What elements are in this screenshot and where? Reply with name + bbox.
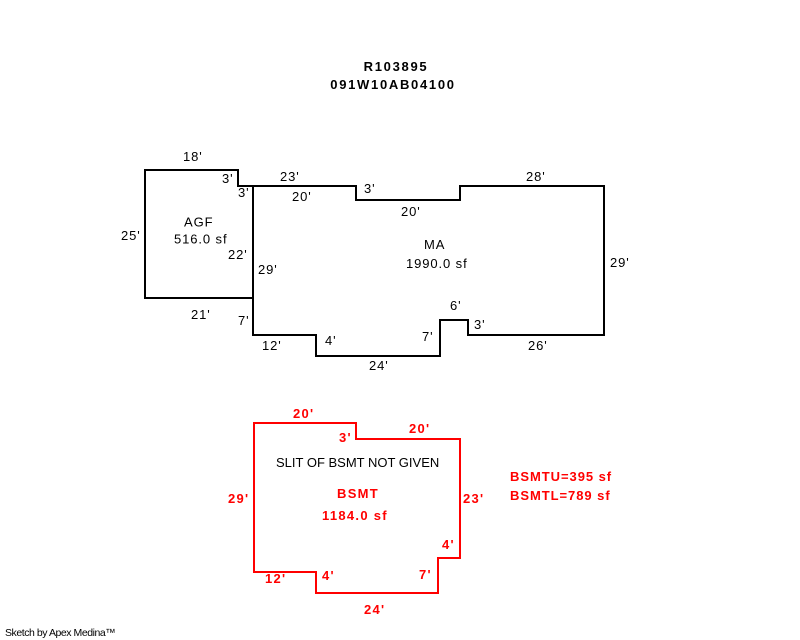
svg-text:091W10AB04100: 091W10AB04100 (330, 77, 455, 92)
svg-text:29': 29' (228, 491, 249, 506)
svg-text:3': 3' (474, 317, 486, 332)
svg-text:7': 7' (419, 567, 432, 582)
svg-text:28': 28' (526, 169, 546, 184)
svg-text:7': 7' (238, 313, 250, 328)
svg-text:7': 7' (422, 329, 434, 344)
svg-text:3': 3' (339, 430, 352, 445)
svg-text:BSMTL=789 sf: BSMTL=789 sf (510, 488, 611, 503)
svg-text:4': 4' (442, 537, 455, 552)
svg-text:20': 20' (409, 421, 430, 436)
svg-text:21': 21' (191, 307, 211, 322)
svg-text:23': 23' (280, 169, 300, 184)
svg-text:29': 29' (610, 255, 630, 270)
svg-text:20': 20' (292, 189, 312, 204)
svg-text:4': 4' (322, 568, 335, 583)
svg-text:23': 23' (463, 491, 484, 506)
svg-text:SLIT OF BSMT NOT GIVEN: SLIT OF BSMT NOT GIVEN (276, 455, 439, 470)
svg-text:24': 24' (364, 602, 385, 617)
svg-text:20': 20' (293, 406, 314, 421)
svg-text:25': 25' (121, 228, 141, 243)
svg-text:516.0 sf: 516.0 sf (174, 232, 227, 247)
svg-text:BSMT: BSMT (337, 486, 379, 501)
svg-text:18': 18' (183, 149, 203, 164)
svg-text:R103895: R103895 (364, 59, 429, 74)
svg-text:3': 3' (364, 181, 376, 196)
svg-text:MA: MA (424, 237, 445, 252)
svg-text:4': 4' (325, 333, 337, 348)
svg-text:3': 3' (238, 185, 250, 200)
svg-text:29': 29' (258, 262, 278, 277)
svg-text:6': 6' (450, 298, 462, 313)
svg-text:Sketch by Apex Medina™: Sketch by Apex Medina™ (5, 627, 115, 639)
svg-text:24': 24' (369, 358, 389, 373)
svg-text:1184.0 sf: 1184.0 sf (322, 508, 388, 523)
svg-text:22': 22' (228, 247, 248, 262)
svg-text:BSMTU=395 sf: BSMTU=395 sf (510, 469, 612, 484)
svg-text:3': 3' (222, 171, 234, 186)
svg-text:AGF: AGF (184, 215, 213, 230)
svg-text:12': 12' (265, 571, 286, 586)
svg-text:26': 26' (528, 338, 548, 353)
svg-text:20': 20' (401, 204, 421, 219)
svg-text:1990.0 sf: 1990.0 sf (406, 256, 468, 271)
svg-text:12': 12' (262, 338, 282, 353)
